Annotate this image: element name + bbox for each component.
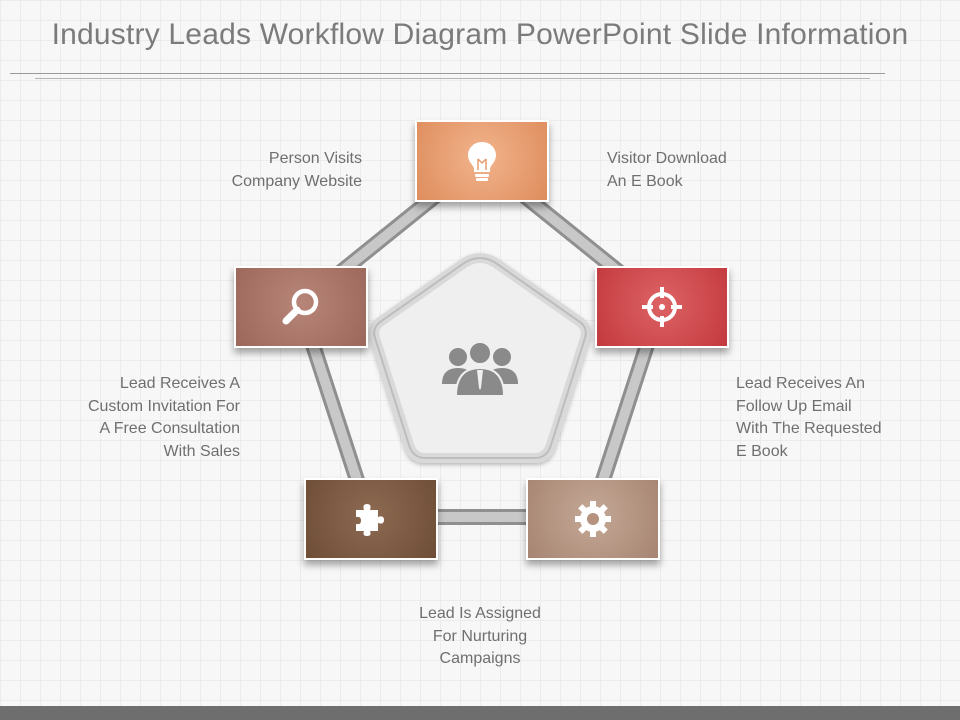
lightbulb-icon <box>468 142 496 181</box>
step-node-top <box>415 120 549 202</box>
step-node-bottom-left <box>304 478 438 560</box>
label-nurturing-campaigns: Lead Is Assigned For Nurturing Campaigns <box>419 605 541 667</box>
magnifier-icon <box>282 288 319 325</box>
label-follow-up-email: Lead Receives An Follow Up Email With Th… <box>736 375 882 460</box>
label-custom-invitation: Lead Receives A Custom Invitation For A … <box>87 375 240 460</box>
people-group-icon <box>442 341 518 397</box>
puzzle-icon <box>356 504 384 536</box>
title-divider <box>10 73 885 74</box>
step-node-left <box>234 266 368 348</box>
footer-bar <box>0 706 960 720</box>
step-node-bottom-right <box>526 478 660 560</box>
title-divider-inner <box>35 78 870 79</box>
step-node-right <box>595 266 729 348</box>
gear-icon <box>575 501 611 537</box>
label-visitor-download: Visitor Download An E Book <box>607 150 727 190</box>
label-person-visits: Person Visits Company Website <box>231 150 362 190</box>
slide-title: Industry Leads Workflow Diagram PowerPoi… <box>51 18 909 51</box>
target-icon <box>642 287 682 327</box>
